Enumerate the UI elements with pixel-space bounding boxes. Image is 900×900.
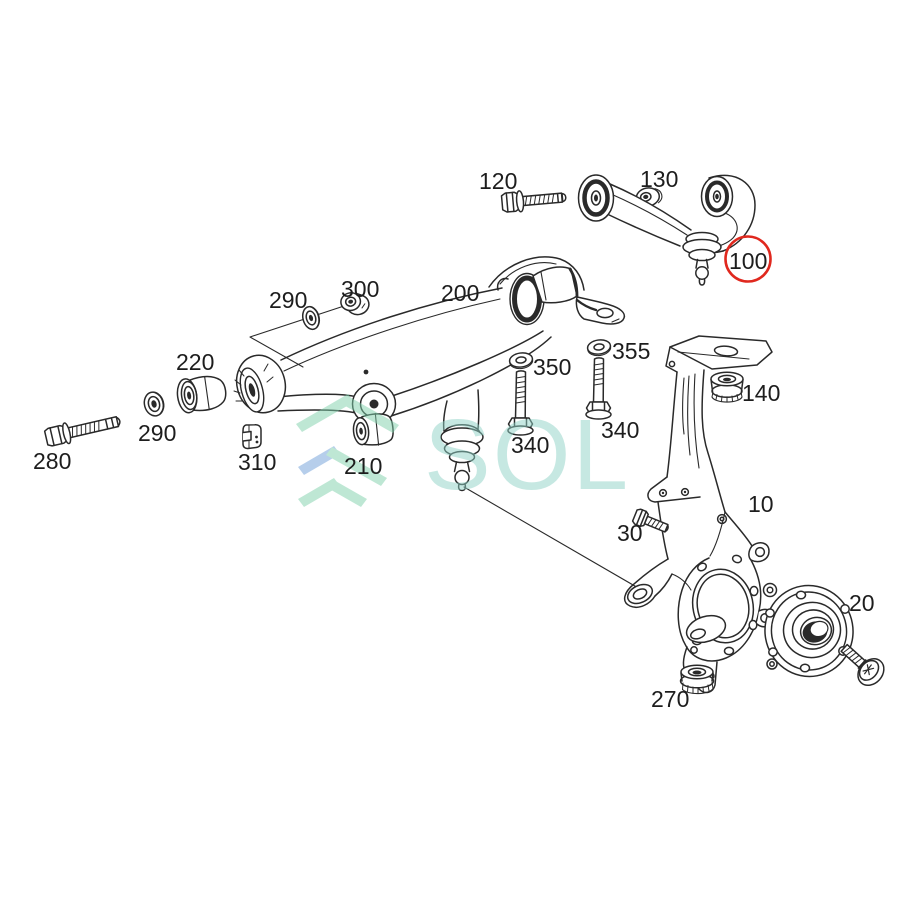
part-bolt-30: [631, 508, 669, 533]
part-wheel-hub-20: [762, 582, 854, 678]
part-bushing-220: [176, 375, 227, 414]
part-clip-310: [242, 424, 262, 450]
label-290-rear: 290: [269, 287, 307, 313]
part-bolt-340-rear: [585, 357, 612, 420]
upper-ball-joint: [682, 231, 722, 286]
balljoint-leader-line: [463, 486, 641, 590]
part-washer-290-front: [143, 391, 165, 417]
label-140: 140: [742, 380, 780, 406]
label-300: 300: [341, 276, 379, 302]
part-nut-270: [679, 664, 715, 695]
label-310: 310: [238, 449, 276, 475]
watermark-logo: [296, 394, 399, 507]
logo-chevron-6: [326, 479, 367, 507]
part-washer-290-rear: [301, 305, 321, 331]
highlight-circle: [724, 235, 772, 283]
label-340-rear: 340: [601, 417, 639, 443]
label-10: 10: [748, 491, 774, 517]
line-art-layer: [43, 174, 885, 695]
part-labels: 120 130 100 290 300 200 220 290 280 310 …: [33, 166, 875, 712]
part-nut-140: [710, 371, 744, 403]
label-350: 350: [533, 354, 571, 380]
label-30: 30: [617, 520, 643, 546]
part-bolt-340-front: [507, 370, 534, 436]
part-nut-300: [340, 292, 370, 316]
label-210: 210: [344, 453, 382, 479]
part-upper-control-arm-100: [577, 174, 756, 286]
label-355: 355: [612, 338, 650, 364]
label-200: 200: [441, 280, 479, 306]
watermark-text: SOL: [424, 399, 630, 511]
label-270: 270: [651, 686, 689, 712]
part-washer-350: [508, 352, 534, 370]
label-120: 120: [479, 168, 517, 194]
logo-chevron-1: [296, 394, 354, 432]
label-340-front: 340: [511, 432, 549, 458]
label-280: 280: [33, 448, 71, 474]
label-130: 130: [640, 166, 678, 192]
part-torx-screw: [840, 643, 885, 687]
part-steering-knuckle-10: [623, 335, 774, 694]
watermark: SOL: [296, 394, 630, 511]
logo-chevron-4: [326, 447, 387, 486]
label-20: 20: [849, 590, 875, 616]
part-washer-355: [586, 339, 612, 357]
label-290-front: 290: [138, 420, 176, 446]
part-bolt-120: [500, 190, 567, 213]
lower-ball-joint: [440, 389, 484, 492]
label-220: 220: [176, 349, 214, 375]
logo-chevron-2: [340, 395, 399, 433]
label-100-highlighted: 100: [729, 248, 767, 274]
part-bolt-280: [43, 415, 121, 447]
